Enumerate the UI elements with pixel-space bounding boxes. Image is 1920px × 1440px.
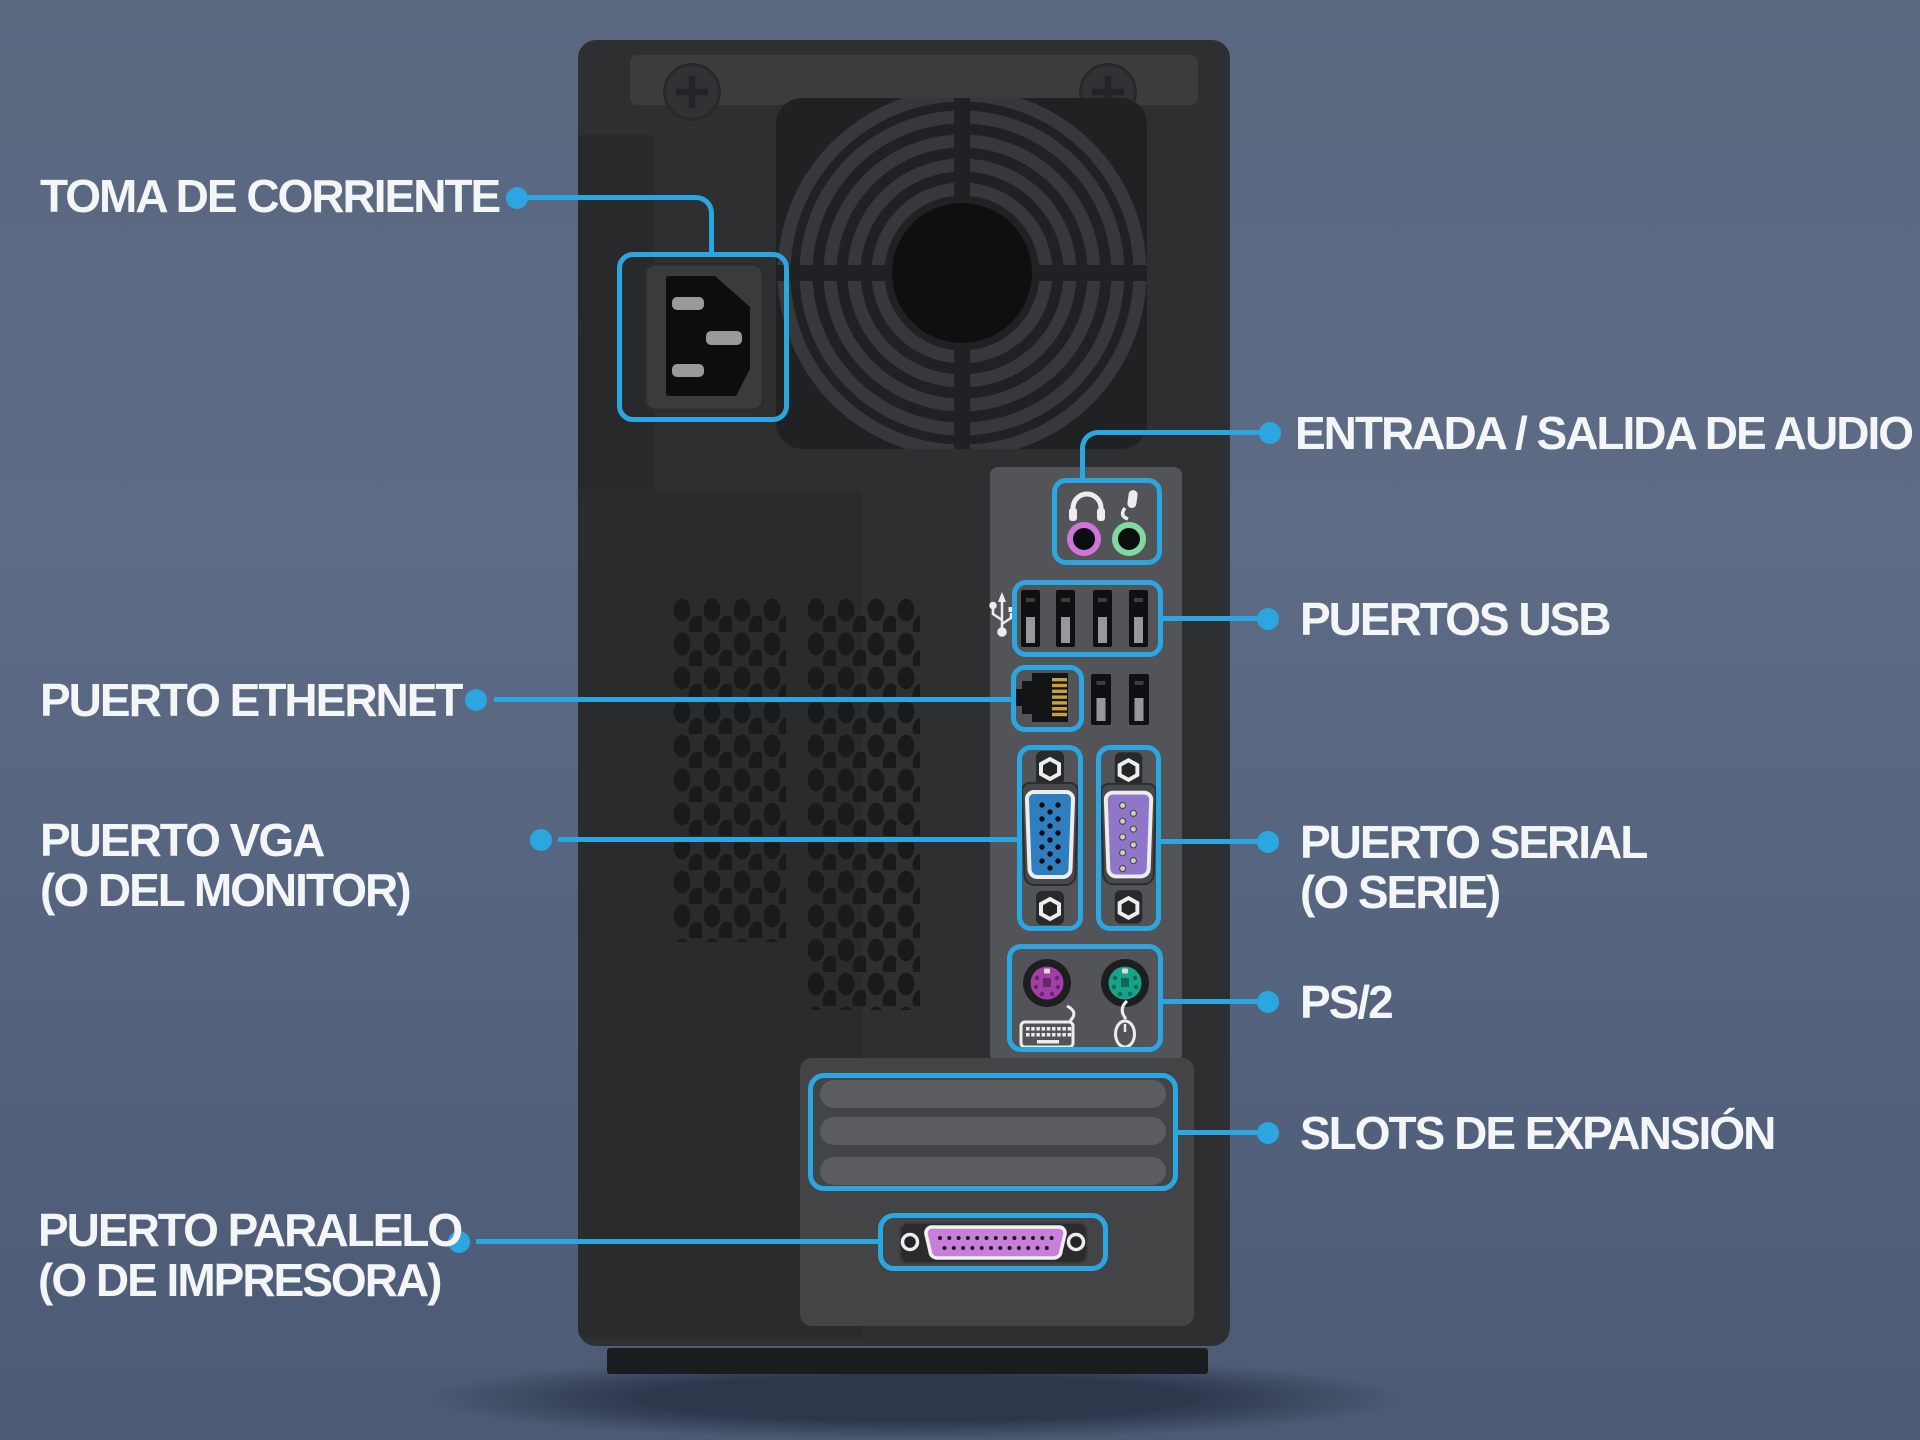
- parallel-leader-dot: [448, 1231, 470, 1253]
- power-leader-dot: [506, 187, 528, 209]
- ps2-leader-dot: [1257, 991, 1279, 1013]
- expansion-slots-outline: [808, 1073, 1178, 1191]
- usb-ports: [989, 590, 1148, 647]
- ethernet-leader-dot: [465, 689, 487, 711]
- ps2-ports: [1019, 959, 1149, 1049]
- serial-port: [1099, 752, 1158, 924]
- tower-case: [578, 40, 1230, 1346]
- mic-jack: [1067, 522, 1101, 556]
- serial-leader-line: [1161, 839, 1262, 844]
- expansion-slot-cover: [820, 1157, 1166, 1185]
- ethernet-port-outline: [1011, 665, 1084, 732]
- vga-port-outline: [1017, 745, 1083, 931]
- serial-port-outline: [1096, 745, 1161, 931]
- usb-leader-line: [1163, 616, 1262, 621]
- label-audio: ENTRADA / SALIDA DE AUDIO: [1295, 407, 1914, 459]
- ps2-mouse-port: [1101, 959, 1149, 1007]
- slots-leader-line: [1178, 1130, 1262, 1135]
- power-leader-line: [528, 195, 714, 252]
- label-vga: PUERTO VGA (O DEL MONITOR): [40, 814, 412, 916]
- headphones-icon: [1069, 491, 1105, 521]
- vga-leader-dot: [530, 829, 552, 851]
- label-ethernet: PUERTO ETHERNET: [40, 674, 464, 726]
- vent-holes-right: [806, 598, 920, 1010]
- audio-ports-outline: [1052, 478, 1162, 565]
- usb-leader-dot: [1257, 608, 1279, 630]
- parallel-port-outline: [878, 1213, 1108, 1271]
- label-expansion-slots: SLOTS DE EXPANSIÓN: [1300, 1107, 1776, 1159]
- label-serial: PUERTO SERIAL (O SERIE): [1300, 816, 1648, 918]
- usb-ports-secondary: [1091, 674, 1149, 725]
- vent-holes-left: [672, 598, 786, 942]
- label-ps2: PS/2: [1300, 976, 1394, 1028]
- serial-leader-dot: [1257, 831, 1279, 853]
- label-parallel: PUERTO PARALELO (O DE IMPRESORA): [38, 1204, 463, 1306]
- io-port-panel: [990, 467, 1182, 1062]
- parallel-leader-line: [476, 1239, 878, 1244]
- screw-icon: [663, 63, 721, 121]
- audio-out-jack: [1112, 522, 1146, 556]
- audio-leader-line: [1080, 430, 1270, 478]
- ethernet-leader-line: [494, 697, 1011, 702]
- vga-leader-line: [558, 837, 1017, 842]
- ps2-keyboard-port: [1023, 959, 1071, 1007]
- label-usb: PUERTOS USB: [1300, 593, 1611, 645]
- parallel-port: [899, 1222, 1088, 1264]
- label-power-socket: TOMA DE CORRIENTE: [40, 170, 501, 222]
- power-socket-port: [643, 262, 765, 412]
- ps2-ports-outline: [1007, 944, 1163, 1052]
- expansion-slot-cover: [820, 1080, 1166, 1108]
- slots-leader-dot: [1257, 1122, 1279, 1144]
- power-socket-outline: [617, 252, 789, 422]
- usb-trident-icon: [989, 592, 1014, 637]
- ps2-leader-line: [1163, 999, 1262, 1004]
- expansion-slot-cover: [820, 1117, 1166, 1145]
- fan-grille: [776, 98, 1147, 449]
- screw-icon: [1066, 1232, 1086, 1252]
- usb-ports-outline: [1012, 580, 1163, 657]
- tower-base: [607, 1348, 1208, 1374]
- audio-leader-dot: [1259, 422, 1281, 444]
- microphone-icon: [1120, 490, 1138, 521]
- ethernet-port: [1015, 673, 1068, 722]
- audio-ports: [1067, 490, 1146, 556]
- screw-icon: [900, 1232, 920, 1252]
- vga-port: [1021, 751, 1079, 925]
